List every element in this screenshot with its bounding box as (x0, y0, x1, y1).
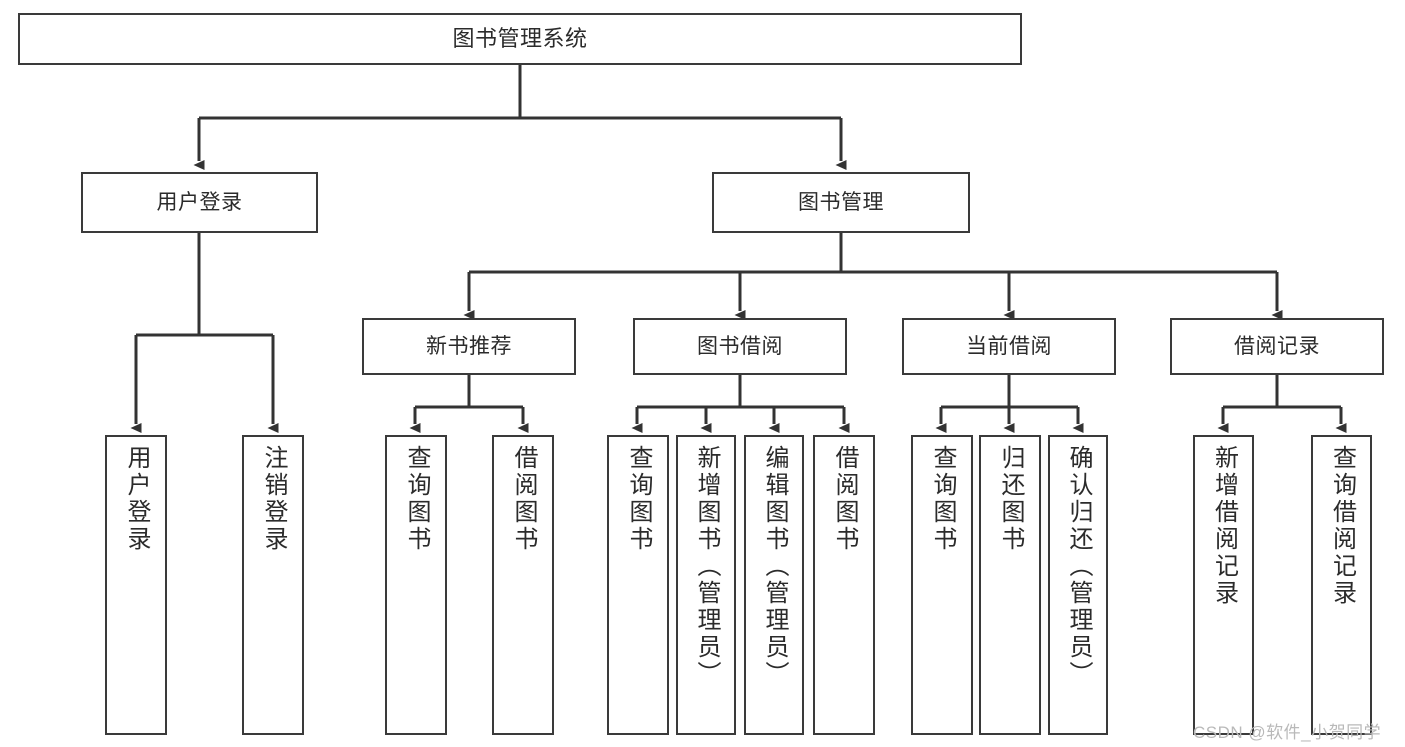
node-leaf-query-book-3[interactable]: 查询图书 (911, 435, 973, 735)
node-current-borrow-label: 当前借阅 (966, 334, 1052, 358)
node-leaf-confirm-return-admin[interactable]: 确认归还（管理员） (1048, 435, 1108, 735)
node-leaf-edit-book-admin-label: 编辑图书（管理员） (761, 445, 788, 688)
node-leaf-query-book-3-label: 查询图书 (929, 445, 956, 553)
node-leaf-query-borrow-record[interactable]: 查询借阅记录 (1311, 435, 1372, 735)
node-leaf-return-book[interactable]: 归还图书 (979, 435, 1041, 735)
node-leaf-return-book-label: 归还图书 (997, 445, 1024, 553)
node-root-label: 图书管理系统 (452, 25, 588, 51)
node-book-manage[interactable]: 图书管理 (712, 172, 970, 233)
node-leaf-add-book-admin-label: 新增图书（管理员） (693, 445, 720, 688)
csdn-watermark: CSDN @软件_小贺同学 (1193, 723, 1382, 742)
node-leaf-add-borrow-record-label: 新增借阅记录 (1210, 445, 1238, 607)
node-new-book-recommend-label: 新书推荐 (426, 334, 512, 358)
node-user-login[interactable]: 用户登录 (81, 172, 318, 233)
node-leaf-query-borrow-record-label: 查询借阅记录 (1328, 445, 1356, 607)
node-leaf-borrow-book-1-label: 借阅图书 (510, 445, 537, 553)
node-leaf-add-borrow-record[interactable]: 新增借阅记录 (1193, 435, 1254, 735)
node-borrow-record[interactable]: 借阅记录 (1170, 318, 1384, 375)
node-leaf-confirm-return-admin-label: 确认归还（管理员） (1065, 445, 1092, 688)
node-leaf-query-book-2[interactable]: 查询图书 (607, 435, 669, 735)
node-leaf-borrow-book-2-label: 借阅图书 (831, 445, 858, 553)
node-book-manage-label: 图书管理 (798, 190, 884, 214)
node-leaf-query-book-1-label: 查询图书 (403, 445, 430, 553)
node-book-borrow-label: 图书借阅 (697, 334, 783, 358)
node-leaf-logout-login-label: 注销登录 (260, 445, 287, 553)
node-new-book-recommend[interactable]: 新书推荐 (362, 318, 576, 375)
node-leaf-edit-book-admin[interactable]: 编辑图书（管理员） (744, 435, 804, 735)
node-borrow-record-label: 借阅记录 (1234, 334, 1320, 358)
node-leaf-user-login[interactable]: 用户登录 (105, 435, 167, 735)
node-leaf-borrow-book-2[interactable]: 借阅图书 (813, 435, 875, 735)
node-leaf-query-book-2-label: 查询图书 (625, 445, 652, 553)
node-leaf-query-book-1[interactable]: 查询图书 (385, 435, 447, 735)
node-leaf-add-book-admin[interactable]: 新增图书（管理员） (676, 435, 736, 735)
node-root[interactable]: 图书管理系统 (18, 13, 1022, 65)
node-leaf-user-login-label: 用户登录 (123, 445, 150, 553)
node-leaf-logout-login[interactable]: 注销登录 (242, 435, 304, 735)
node-leaf-borrow-book-1[interactable]: 借阅图书 (492, 435, 554, 735)
node-book-borrow[interactable]: 图书借阅 (633, 318, 847, 375)
node-current-borrow[interactable]: 当前借阅 (902, 318, 1116, 375)
node-user-login-label: 用户登录 (156, 190, 243, 214)
